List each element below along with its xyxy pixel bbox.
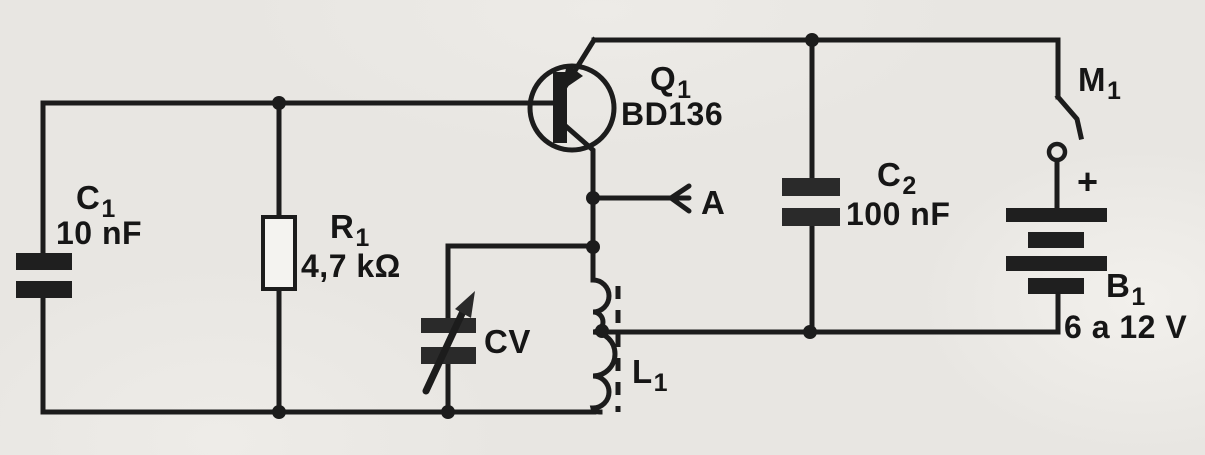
switch-m1-symbol <box>1046 93 1084 211</box>
label-b1-value: 6 a 12 V <box>1064 309 1188 345</box>
label-cv-ref: CV <box>484 323 531 360</box>
label-r1-ref: R1 <box>330 208 370 252</box>
label-c1-ref: C1 <box>76 179 116 223</box>
label-c2-value: 100 nF <box>846 196 951 232</box>
emitter-arrow-icon <box>561 64 583 91</box>
label-q1-value: BD136 <box>621 96 724 132</box>
battery-b1-symbol <box>1006 208 1107 335</box>
label-b1-ref: B1 <box>1106 267 1146 311</box>
variable-capacitor-cv-symbol <box>421 243 596 415</box>
label-test-point-a: A <box>701 184 726 221</box>
label-m1-ref: M1 <box>1078 61 1122 105</box>
label-c1-value: 10 nF <box>56 215 143 251</box>
label-l1-ref: L1 <box>632 353 669 397</box>
junction-dots <box>272 33 819 419</box>
capacitor-c2-symbol <box>782 37 840 335</box>
label-c2-ref: C2 <box>877 156 917 200</box>
capacitor-c1-symbol <box>16 253 72 298</box>
battery-plus-mark: + <box>1077 161 1099 202</box>
label-r1-value: 4,7 kΩ <box>301 248 401 284</box>
label-q1-ref: Q1 <box>650 60 692 104</box>
resistor-r1-symbol <box>261 215 297 291</box>
wire-left-and-bottom-rail <box>40 100 597 415</box>
wire-top-rail <box>591 37 1061 100</box>
transistor-q1-symbol <box>527 36 617 283</box>
inductor-l1-symbol <box>589 277 621 415</box>
cv-adjust-arrow-icon <box>455 291 475 318</box>
test-point-a-arrow-icon <box>590 183 692 214</box>
